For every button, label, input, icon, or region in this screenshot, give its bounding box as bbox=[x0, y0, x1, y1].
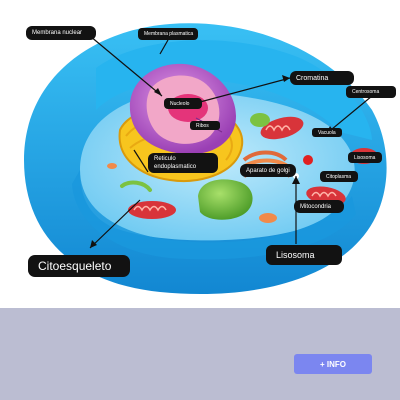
lysosome-small-shape bbox=[259, 213, 277, 223]
vesicle-shape bbox=[107, 163, 117, 169]
label-citoesqueleto: Citoesqueleto bbox=[28, 255, 130, 277]
label-vacuola: Vacuola bbox=[312, 128, 342, 137]
info-button[interactable]: + INFO bbox=[294, 354, 372, 374]
leader-lines bbox=[89, 35, 373, 249]
label-lisosoma-small: Lisosoma bbox=[348, 152, 382, 163]
cell-cutaway-rim bbox=[96, 40, 372, 140]
label-lisosoma: Lisosoma bbox=[266, 245, 342, 265]
cell-membrane-lip bbox=[72, 170, 356, 260]
label-membrana-plasmatica: Membrana plasmatica bbox=[138, 28, 198, 40]
label-ribosoma: Ribos bbox=[190, 121, 220, 130]
label-reticulo-line2: endoplasmatico bbox=[154, 164, 197, 170]
label-cromatina: Cromatina bbox=[290, 71, 354, 85]
label-reticulo-line1: Reticulo bbox=[154, 156, 176, 162]
label-nucleolo: Nucleolo bbox=[164, 98, 202, 109]
vacuole-small bbox=[250, 113, 270, 127]
label-reticulo-endoplasmatico: Reticulo endoplasmatico bbox=[148, 153, 218, 173]
cytoskeleton-fiber bbox=[120, 180, 152, 192]
label-membrana-nuclear: Membrana nuclear bbox=[26, 26, 96, 40]
vacuole-large bbox=[198, 179, 253, 220]
mitochondrion-2 bbox=[128, 201, 176, 219]
label-mitocondria: Mitocondria bbox=[294, 200, 344, 213]
label-aparato-golgi: Aparato de golgi bbox=[240, 164, 296, 177]
diagram-stage: Membrana nuclear Membrana plasmatica Cro… bbox=[24, 23, 396, 295]
label-citoplasma: Citoplasma bbox=[320, 171, 358, 182]
label-centrosoma: Centrosoma bbox=[346, 86, 396, 98]
mitochondrion-1 bbox=[260, 116, 304, 140]
centrosome-dot bbox=[303, 155, 313, 165]
